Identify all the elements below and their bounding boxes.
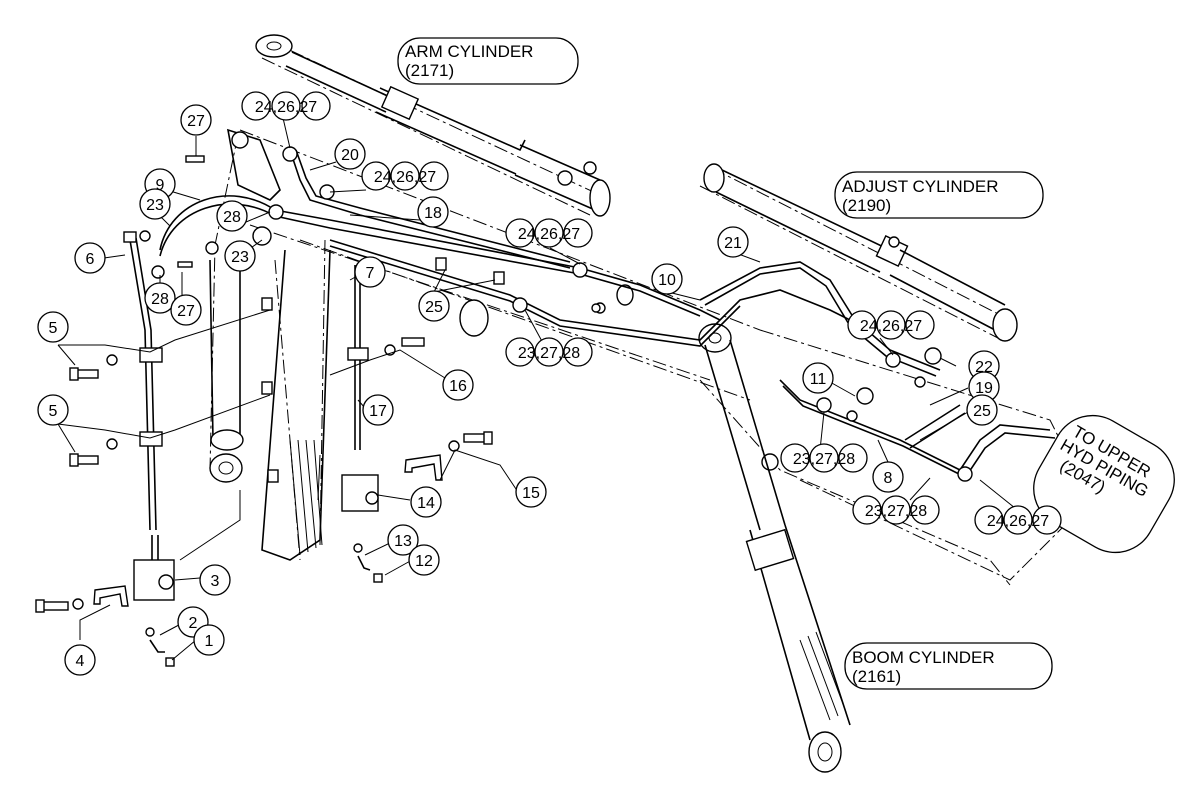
svg-text:27: 27: [187, 113, 205, 130]
callout-27: 27: [180, 104, 212, 136]
svg-text:8: 8: [884, 470, 893, 487]
callout-14: 14: [410, 486, 442, 518]
svg-text:12: 12: [415, 553, 433, 570]
adjust-cylinder-drawing: [699, 163, 1018, 342]
callout-4: 4: [64, 644, 96, 676]
svg-text:10: 10: [658, 272, 676, 289]
boom-cylinder-drawing: [704, 339, 851, 773]
callout-25: 25: [966, 394, 998, 426]
callout-24-26-27: 24,26,27: [505, 218, 593, 248]
svg-text:1: 1: [205, 633, 214, 650]
boom-structure-drawing: [205, 128, 1091, 586]
svg-text:11: 11: [810, 371, 827, 388]
callout-8: 8: [872, 461, 904, 493]
svg-text:13: 13: [394, 533, 412, 550]
svg-text:24,26,27: 24,26,27: [255, 99, 317, 116]
callout-23: 23: [224, 240, 256, 272]
small-parts: [35, 146, 973, 667]
to-upper-hyd-piping-label: TO UPPER HYD PIPING (2047): [1033, 414, 1175, 554]
callout-7: 7: [354, 256, 386, 288]
svg-text:14: 14: [417, 495, 435, 512]
callout-17: 17: [362, 394, 394, 426]
callout-18: 18: [417, 196, 449, 228]
callout-11: 11: [802, 362, 834, 394]
callout-5: 5: [37, 394, 69, 426]
svg-text:7: 7: [366, 265, 375, 282]
callout-15: 15: [515, 476, 547, 508]
callout-1: 1: [193, 624, 225, 656]
callout-20: 20: [334, 138, 366, 170]
svg-text:19: 19: [975, 380, 993, 397]
arm-cylinder-label: ARM CYLINDER (2171): [397, 37, 579, 85]
callouts: 27 24,26,27 20 24,26,27 9 23 28 18 6 23 …: [37, 91, 1062, 676]
boom-cylinder-label: BOOM CYLINDER (2161): [844, 642, 1053, 690]
callout-12: 12: [408, 544, 440, 576]
svg-text:2: 2: [189, 615, 198, 632]
pipe-lines: [129, 149, 1056, 560]
svg-text:6: 6: [86, 251, 95, 268]
svg-text:17: 17: [369, 403, 387, 420]
callout-23: 23: [139, 188, 171, 220]
svg-text:15: 15: [522, 485, 540, 502]
callout-13: 13: [387, 524, 419, 556]
svg-text:9: 9: [156, 177, 165, 194]
svg-text:25: 25: [425, 299, 443, 316]
svg-text:23,27,28: 23,27,28: [865, 503, 927, 520]
svg-text:5: 5: [49, 403, 58, 420]
arm-cylinder-drawing: [255, 34, 611, 217]
svg-text:20: 20: [341, 147, 359, 164]
callout-3: 3: [199, 564, 231, 596]
callout-24-26-27: 24,26,27: [847, 310, 935, 340]
svg-text:(2190): (2190): [842, 196, 891, 215]
svg-text:21: 21: [724, 235, 742, 252]
svg-text:23,27,28: 23,27,28: [518, 345, 580, 362]
svg-text:22: 22: [975, 359, 993, 376]
svg-text:3: 3: [211, 573, 220, 590]
svg-text:(2161): (2161): [852, 667, 901, 686]
callout-27: 27: [170, 294, 202, 326]
svg-text:28: 28: [151, 291, 169, 308]
callout-25: 25: [418, 290, 450, 322]
callout-10: 10: [651, 263, 683, 295]
callout-24-26-27: 24,26,27: [241, 91, 331, 121]
callout-21: 21: [717, 226, 749, 258]
callout-23-27-28: 23,27,28: [505, 337, 593, 367]
svg-text:18: 18: [424, 205, 442, 222]
callout-28: 28: [144, 282, 176, 314]
svg-text:24,26,27: 24,26,27: [518, 226, 580, 243]
svg-text:ARM CYLINDER: ARM CYLINDER: [405, 42, 533, 61]
svg-text:ADJUST CYLINDER: ADJUST CYLINDER: [842, 177, 999, 196]
callout-6: 6: [74, 242, 106, 274]
svg-text:24,26,27: 24,26,27: [374, 169, 436, 186]
svg-text:24,26,27: 24,26,27: [987, 513, 1049, 530]
svg-text:23: 23: [231, 249, 249, 266]
adjust-cylinder-label: ADJUST CYLINDER (2190): [834, 171, 1044, 219]
svg-text:28: 28: [223, 209, 241, 226]
callout-23-27-28: 23,27,28: [852, 495, 940, 525]
callout-16: 16: [442, 369, 474, 401]
svg-text:27: 27: [177, 303, 195, 320]
svg-text:23: 23: [146, 197, 164, 214]
svg-text:16: 16: [449, 378, 467, 395]
svg-text:23,27,28: 23,27,28: [793, 451, 855, 468]
svg-text:5: 5: [49, 320, 58, 337]
svg-text:(2171): (2171): [405, 61, 454, 80]
svg-text:25: 25: [973, 403, 991, 420]
callout-24-26-27: 24,26,27: [974, 505, 1062, 535]
callout-28: 28: [216, 200, 248, 232]
callout-24-26-27: 24,26,27: [361, 161, 449, 191]
callout-23-27-28: 23,27,28: [780, 443, 868, 473]
svg-text:4: 4: [76, 653, 85, 670]
callout-5: 5: [37, 311, 69, 343]
svg-text:BOOM CYLINDER: BOOM CYLINDER: [852, 648, 995, 667]
svg-text:24,26,27: 24,26,27: [860, 318, 922, 335]
